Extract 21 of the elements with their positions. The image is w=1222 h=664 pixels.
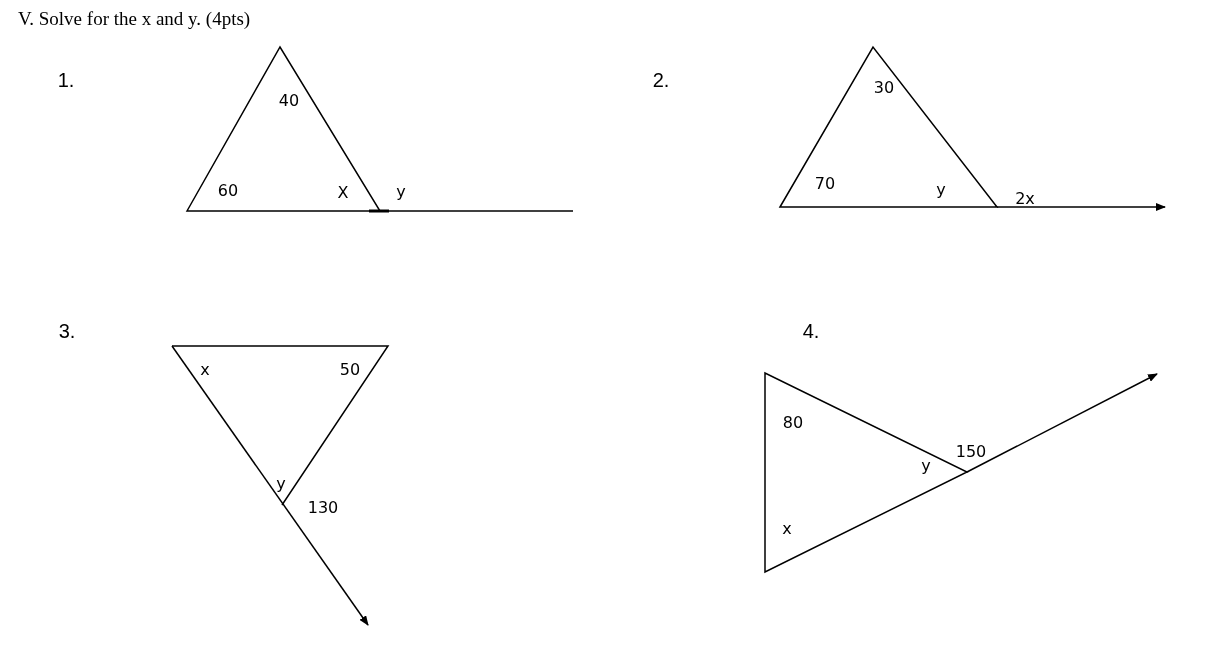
question-title: V. Solve for the x and y. (4pts) [18,8,251,30]
angle-label: y [936,182,946,198]
angle-label: 50 [339,362,361,378]
angle-label: 2x [1015,191,1035,207]
angle-label: y [396,184,406,200]
angle-label: x [200,362,210,378]
angle-label: 40 [278,93,300,109]
problem-number: 3. [58,321,76,341]
angle-label: 60 [217,183,239,199]
problem-number: 2. [652,70,670,90]
angle-label: X [337,185,349,201]
angle-label: x [782,521,792,537]
problem-number: 4. [802,321,820,341]
angle-label: y [921,458,931,474]
angle-label: 130 [307,500,339,516]
angle-label: 80 [782,415,804,431]
problem-number: 1. [57,70,75,90]
angle-label: y [276,476,286,492]
angle-label: 70 [814,176,836,192]
angle-label: 30 [873,80,895,96]
angle-label: 150 [955,444,987,460]
